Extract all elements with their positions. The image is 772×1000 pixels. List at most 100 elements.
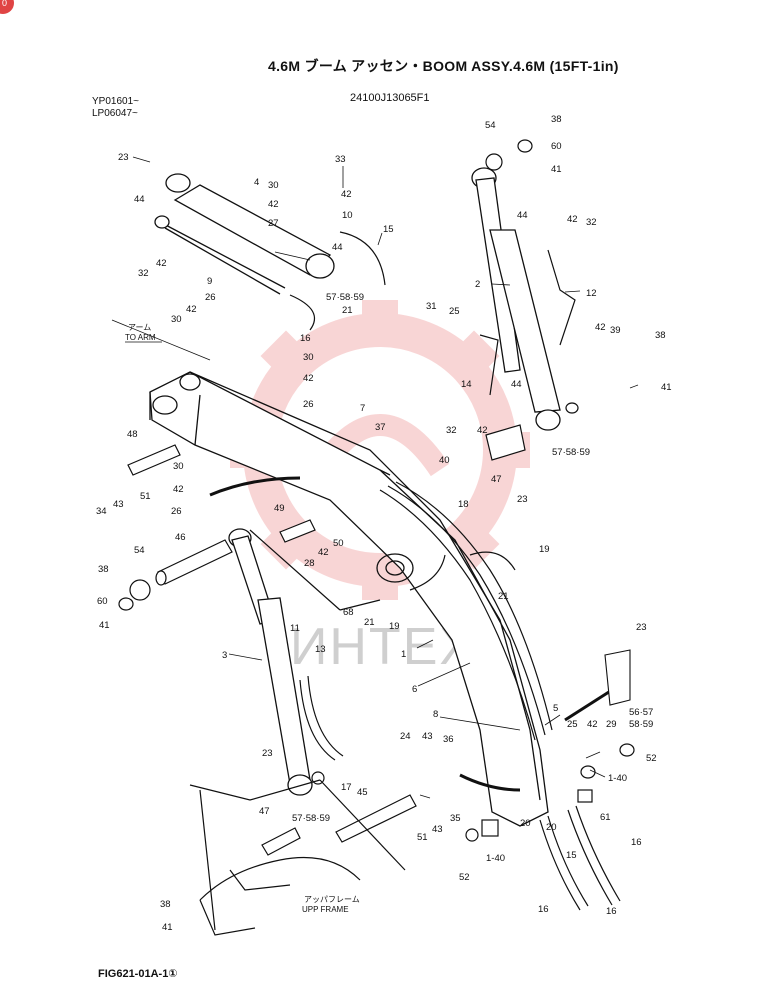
- callout-17: 17: [341, 782, 352, 793]
- callout-labels: 23 33 4 30 42 44 42 27 10 44 15 32 42 9 …: [96, 114, 672, 933]
- callout-36: 36: [443, 734, 454, 745]
- boom-cylinder-right: [471, 167, 561, 431]
- callout-44: 44: [332, 242, 343, 253]
- callout-15: 15: [383, 224, 394, 235]
- diagram-title: 4.6M ブーム アッセン・BOOM ASSY.4.6M (15FT-1in): [268, 58, 619, 74]
- callout-23: 23: [262, 748, 273, 759]
- figure-id: FIG621-01A-1①: [98, 968, 178, 980]
- callout-19: 19: [389, 621, 400, 632]
- callout-16: 16: [300, 333, 311, 344]
- callout-37: 37: [375, 422, 386, 433]
- callout-38: 38: [551, 114, 562, 125]
- watermark-logo: [230, 300, 530, 600]
- corner-badge: 0: [0, 0, 14, 14]
- callout-30: 30: [303, 352, 314, 363]
- callout-42: 42: [318, 547, 329, 558]
- callout-15: 15: [566, 850, 577, 861]
- callout-7: 7: [360, 403, 365, 414]
- callout-14: 14: [461, 379, 472, 390]
- corner-badge-text: 0: [2, 0, 8, 8]
- callout-50: 50: [333, 538, 344, 549]
- callout-44: 44: [134, 194, 145, 205]
- pins: [118, 139, 635, 856]
- callout-31: 31: [426, 301, 437, 312]
- callout-16: 16: [606, 906, 617, 917]
- callout-39: 39: [610, 325, 621, 336]
- callout-42: 42: [587, 719, 598, 730]
- callout-16: 16: [538, 904, 549, 915]
- callout-24: 24: [400, 731, 411, 742]
- callout-30: 30: [171, 314, 182, 325]
- callout-26: 26: [205, 292, 216, 303]
- to-arm-label-jp: アーム: [128, 323, 151, 332]
- callout-41: 41: [162, 922, 173, 933]
- callout-42: 42: [567, 214, 578, 225]
- callout-23: 23: [636, 622, 647, 633]
- callout-42: 42: [341, 189, 352, 200]
- callout-43: 43: [432, 824, 443, 835]
- callout-29: 29: [606, 719, 617, 730]
- callout-43: 43: [422, 731, 433, 742]
- callout-32: 32: [446, 425, 457, 436]
- callout-42: 42: [303, 373, 314, 384]
- callout-9: 9: [207, 276, 212, 287]
- callout-10: 10: [342, 210, 353, 221]
- callout-47: 47: [491, 474, 502, 485]
- leader-lines: [111, 156, 639, 799]
- callout-4: 4: [254, 177, 259, 188]
- callout-48: 48: [127, 429, 138, 440]
- callout-57-58-59: 57·58·59: [326, 292, 364, 303]
- callout-26: 26: [303, 399, 314, 410]
- heavy-hoses: [209, 476, 613, 792]
- callout-25: 25: [567, 719, 578, 730]
- callout-34: 34: [96, 506, 107, 517]
- callout-30: 30: [268, 180, 279, 191]
- callout-42: 42: [268, 199, 279, 210]
- callout-8: 8: [433, 709, 438, 720]
- callout-6: 6: [412, 684, 417, 695]
- callout-19: 19: [539, 544, 550, 555]
- callout-33: 33: [335, 154, 346, 165]
- callout-51: 51: [140, 491, 151, 502]
- callout-57-58-59: 57·58·59: [552, 447, 590, 458]
- callout-51: 51: [417, 832, 428, 843]
- callout-26: 26: [171, 506, 182, 517]
- callout-21: 21: [364, 617, 375, 628]
- callout-47: 47: [259, 806, 270, 817]
- callout-1-40: 1-40: [608, 773, 627, 784]
- callout-58-59: 58·59: [629, 719, 653, 730]
- callout-2: 2: [475, 279, 480, 290]
- callout-43: 43: [113, 499, 124, 510]
- callout-57-58-59: 57·58·59: [292, 813, 330, 824]
- callout-16: 16: [631, 837, 642, 848]
- callout-56-57: 56·57: [629, 707, 653, 718]
- callout-46: 46: [175, 532, 186, 543]
- callout-42: 42: [186, 304, 197, 315]
- to-arm-label-en: TO ARM: [125, 333, 156, 342]
- callout-52: 52: [459, 872, 470, 883]
- callout-54: 54: [485, 120, 496, 131]
- part-number: 24100J13065F1: [350, 92, 430, 104]
- callout-25: 25: [449, 306, 460, 317]
- callout-41: 41: [661, 382, 672, 393]
- callout-21: 21: [498, 591, 509, 602]
- callout-38: 38: [655, 330, 666, 341]
- callout-20: 20: [520, 818, 531, 829]
- callout-30: 30: [173, 461, 184, 472]
- callout-38: 38: [98, 564, 109, 575]
- callout-35: 35: [450, 813, 461, 824]
- arm-cylinder: [154, 173, 335, 295]
- callout-1-40: 1-40: [486, 853, 505, 864]
- callout-42: 42: [595, 322, 606, 333]
- callout-45: 45: [357, 787, 368, 798]
- callout-41: 41: [551, 164, 562, 175]
- callout-23: 23: [118, 152, 129, 163]
- callout-60: 60: [97, 596, 108, 607]
- callout-60: 60: [551, 141, 562, 152]
- callout-18: 18: [458, 499, 469, 510]
- callout-41: 41: [99, 620, 110, 631]
- callout-68: 68: [343, 607, 354, 618]
- callout-28: 28: [304, 558, 315, 569]
- callout-27: 27: [268, 218, 279, 229]
